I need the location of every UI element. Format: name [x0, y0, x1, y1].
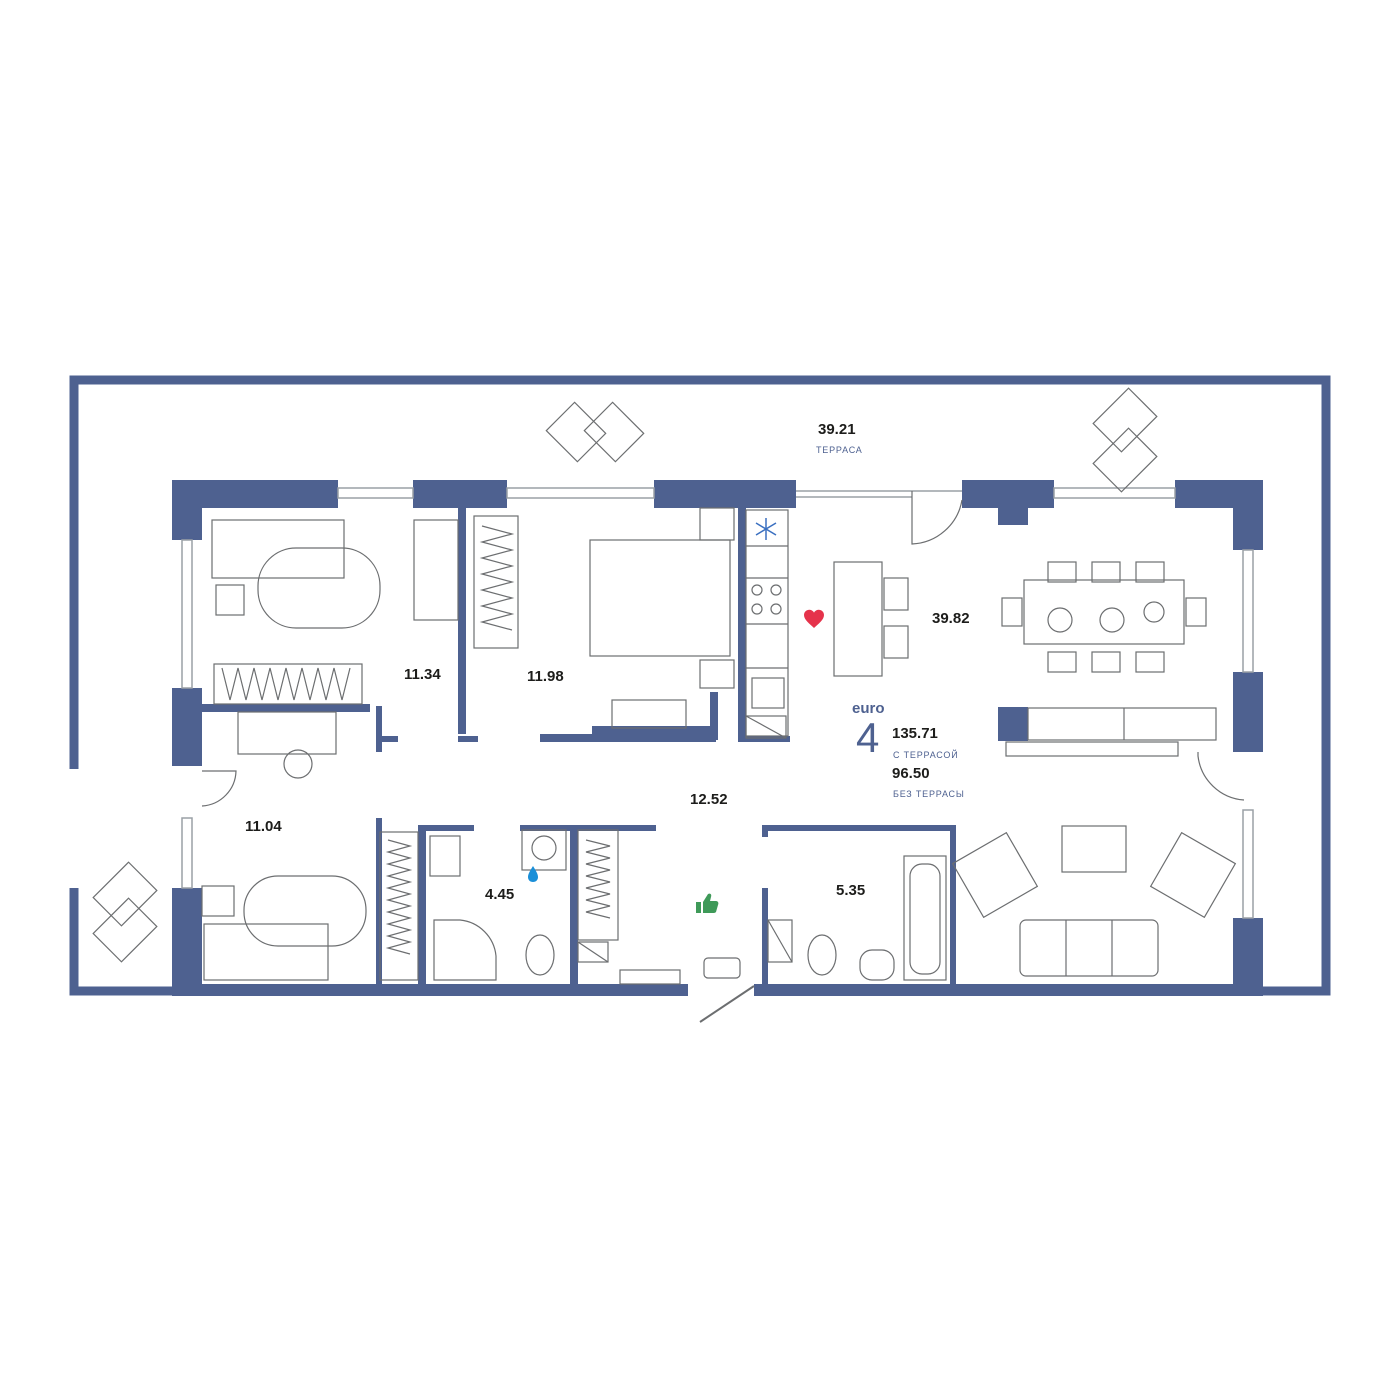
snowflake-icon	[755, 518, 777, 540]
heart-icon	[804, 609, 824, 628]
windows	[181, 487, 1254, 919]
interior-walls	[202, 508, 956, 986]
room-area-kitchen-living: 39.82	[932, 610, 970, 627]
room-area-bedroom-1: 11.34	[404, 666, 441, 683]
furniture	[92, 387, 1237, 985]
terrace-area: 39.21	[818, 421, 856, 438]
terrace-label: ТЕРРАСА	[816, 445, 863, 455]
doors	[201, 491, 1245, 1023]
thumbs-up-icon	[696, 893, 719, 913]
total-without-terrace: 96.50	[892, 765, 930, 782]
apartment-type-word: euro	[852, 700, 885, 717]
with-terrace-label: С ТЕРРАСОЙ	[893, 750, 959, 760]
apartment-rooms-count: 4	[856, 714, 880, 761]
room-area-bedroom-2: 11.98	[527, 668, 564, 685]
apartment-walls	[172, 480, 1263, 996]
total-with-terrace: 135.71	[892, 725, 938, 742]
room-area-bathroom-1: 4.45	[485, 886, 515, 903]
room-area-hallway: 12.52	[690, 791, 728, 808]
water-drop-icon	[528, 866, 538, 882]
room-area-bedroom-3: 11.04	[245, 818, 282, 835]
terrace-outline	[69, 375, 1331, 996]
room-area-bathroom-2: 5.35	[836, 882, 866, 899]
without-terrace-label: БЕЗ ТЕРРАСЫ	[893, 789, 965, 799]
